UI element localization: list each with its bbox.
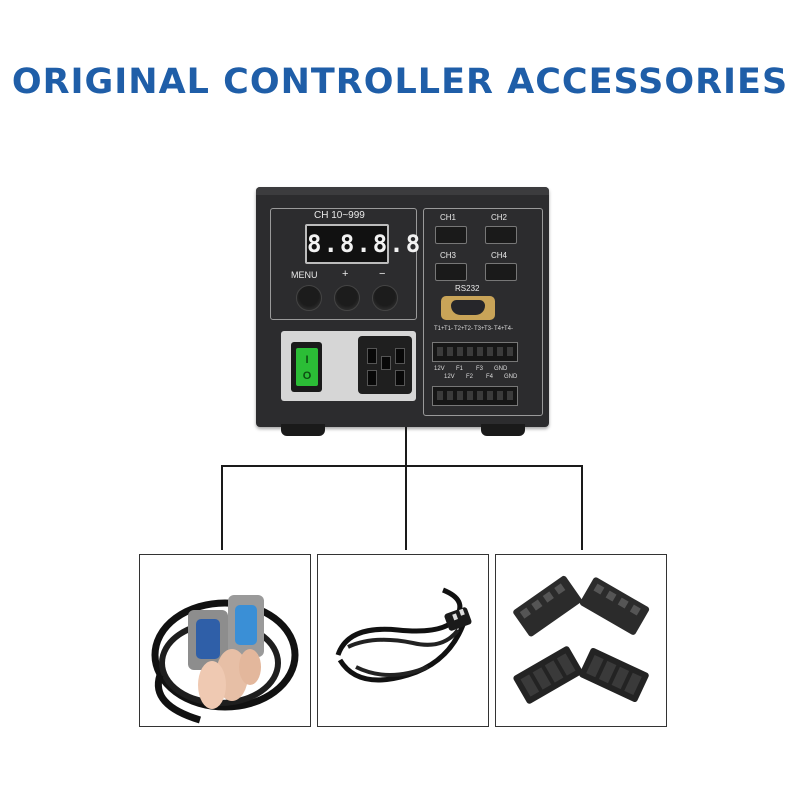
terminal-label: F3	[476, 366, 484, 372]
plus-button-label: +	[342, 268, 349, 280]
terminal-top-labels: T1+ T1- T2+ T2- T3+ T3- T4+ T4-	[432, 326, 516, 340]
terminal-label: F2	[466, 374, 474, 380]
terminal-label: F1	[456, 366, 464, 372]
terminal-connector-icon	[513, 575, 650, 704]
terminal-label: T2+	[454, 326, 465, 332]
rs232-label: RS232	[455, 284, 480, 293]
controller-foot-left	[281, 424, 325, 436]
ch1-connector[interactable]	[435, 226, 467, 244]
minus-button-label: −	[379, 268, 386, 280]
terminal-label: T3-	[484, 326, 493, 332]
power-socket	[358, 336, 412, 394]
channel-label: CH 10~999	[314, 210, 365, 221]
terminal-label: GND	[494, 366, 508, 372]
ch1-label: CH1	[440, 213, 457, 222]
seven-segment-display: 8.8.8.8	[305, 224, 420, 264]
ch3-connector[interactable]	[435, 263, 467, 281]
power-switch-rocker[interactable]: I O	[296, 348, 318, 386]
accessory-power-cord	[317, 554, 489, 727]
ch2-connector[interactable]	[485, 226, 517, 244]
ch4-label: CH4	[491, 251, 508, 260]
power-cord-icon	[335, 587, 472, 683]
display-panel	[270, 208, 417, 320]
sensor-terminal-block[interactable]	[432, 342, 518, 362]
ch4-connector[interactable]	[485, 263, 517, 281]
controller-foot-right	[481, 424, 525, 436]
terminal-label: T4+	[494, 326, 505, 332]
connector-line-vertical	[405, 427, 407, 550]
minus-button[interactable]	[372, 285, 398, 311]
connector-line-right	[581, 465, 583, 550]
terminal-label: T2-	[464, 326, 473, 332]
connector-line-horizontal	[221, 465, 583, 467]
io-panel	[423, 208, 543, 416]
switch-off-mark: O	[302, 370, 312, 382]
ch3-label: CH3	[440, 251, 457, 260]
page-title: ORIGINAL CONTROLLER ACCESSORIES	[11, 62, 789, 102]
terminal-bottom-labels: 12V 12V F1 F2 F3 F4 GND GND	[432, 366, 518, 384]
accessory-rs232-cable	[139, 554, 311, 727]
switch-on-mark: I	[305, 354, 309, 366]
rs232-cable-icon	[151, 595, 299, 724]
terminal-label: T4-	[504, 326, 513, 332]
power-terminal-block[interactable]	[432, 386, 518, 406]
menu-button-label: MENU	[291, 270, 318, 280]
terminal-label: T1+	[434, 326, 445, 332]
terminal-label: T3+	[474, 326, 485, 332]
menu-button[interactable]	[296, 285, 322, 311]
terminal-label: 12V	[444, 374, 455, 380]
terminal-label: T1-	[444, 326, 453, 332]
accessory-terminal-connectors	[495, 554, 667, 727]
rs232-port-inner	[451, 300, 485, 315]
ch2-label: CH2	[491, 213, 508, 222]
terminal-label: F4	[486, 374, 494, 380]
plus-button[interactable]	[334, 285, 360, 311]
terminal-label: 12V	[434, 366, 445, 372]
terminal-label: GND	[504, 374, 518, 380]
connector-line-left	[221, 465, 223, 550]
